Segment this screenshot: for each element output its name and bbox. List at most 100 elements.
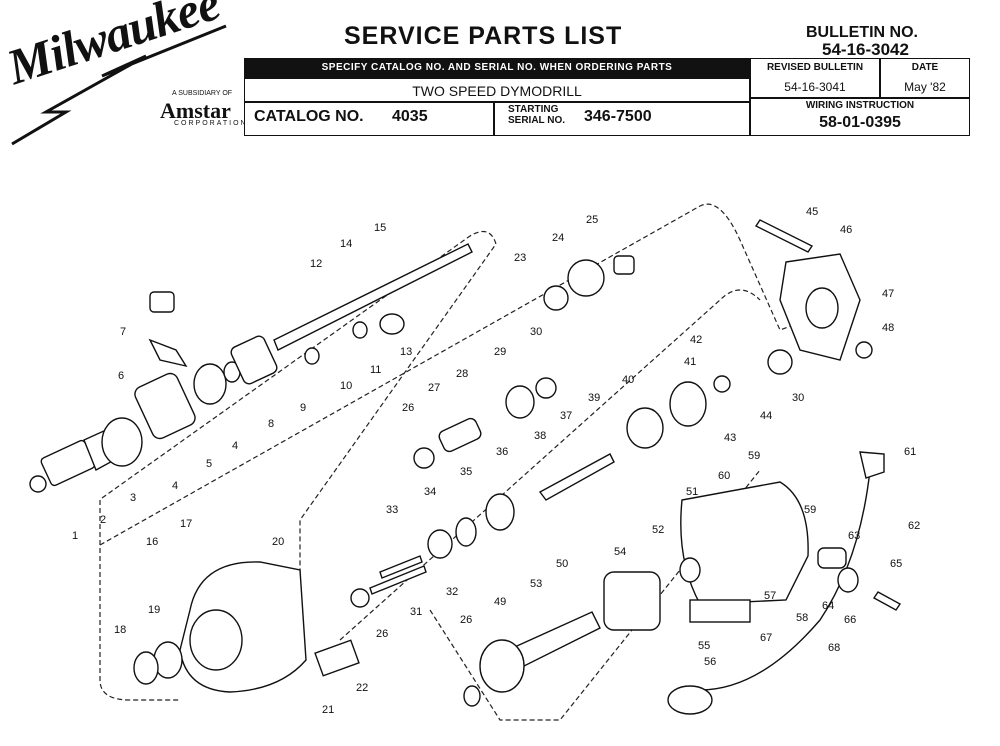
callout-number: 1 <box>72 530 79 542</box>
callout-number: 8 <box>268 418 275 430</box>
wiring-label: WIRING INSTRUCTION <box>805 100 915 111</box>
date-cell <box>880 58 970 98</box>
callout-number: 45 <box>806 206 819 218</box>
callout-number: 24 <box>552 232 565 244</box>
callout-number: 16 <box>146 536 159 548</box>
callout-number: 14 <box>340 238 353 250</box>
callout-number: 58 <box>796 612 809 624</box>
callout-number: 6 <box>118 370 125 382</box>
callout-number: 49 <box>494 596 507 608</box>
callout-number: 54 <box>614 546 627 558</box>
date-label: DATE <box>911 62 939 73</box>
callout-number: 60 <box>718 470 731 482</box>
callout-number: 22 <box>356 682 369 694</box>
callout-number: 2 <box>100 514 107 526</box>
callout-number: 5 <box>206 458 213 470</box>
callout-number: 39 <box>588 392 601 404</box>
callout-number: 47 <box>882 288 895 300</box>
page-title: SERVICE PARTS LIST <box>344 22 623 50</box>
callout-number: 59 <box>804 504 817 516</box>
catalog-number: 4035 <box>392 108 428 125</box>
callout-number: 61 <box>904 446 917 458</box>
callout-number: 44 <box>760 410 773 422</box>
callout-number: 41 <box>684 356 697 368</box>
callout-number: 34 <box>424 486 437 498</box>
product-name: TWO SPEED DYMODRILL <box>244 78 750 102</box>
serial-cell <box>494 102 750 136</box>
callout-number: 10 <box>340 380 353 392</box>
callout-number: 30 <box>530 326 543 338</box>
callout-number: 43 <box>724 432 737 444</box>
ordering-note: SPECIFY CATALOG NO. AND SERIAL NO. WHEN … <box>244 58 750 78</box>
date-value: May '82 <box>904 80 946 94</box>
callout-number: 59 <box>748 450 761 462</box>
callout-number: 12 <box>310 258 323 270</box>
assembly-leader-lines <box>99 203 861 721</box>
revised-cell <box>750 58 880 98</box>
callout-number: 27 <box>428 382 441 394</box>
callout-number: 26 <box>402 402 415 414</box>
callout-number: 48 <box>882 322 895 334</box>
callout-number: 33 <box>386 504 399 516</box>
milwaukee-logo <box>11 24 227 146</box>
callout-number: 57 <box>764 590 777 602</box>
callout-number: 42 <box>690 334 703 346</box>
callout-number: 29 <box>494 346 507 358</box>
catalog-label: CATALOG NO. <box>254 108 364 125</box>
callout-number: 63 <box>848 530 861 542</box>
starting-serial-label: STARTING SERIAL NO. <box>508 104 566 126</box>
callout-number: 17 <box>180 518 193 530</box>
callout-number: 31 <box>410 606 423 618</box>
callout-number: 26 <box>460 614 473 626</box>
callout-number: 56 <box>704 656 717 668</box>
callout-number: 21 <box>322 704 335 716</box>
callout-number: 4 <box>232 440 239 452</box>
callout-number: 20 <box>272 536 285 548</box>
callout-number: 40 <box>622 374 635 386</box>
subsidiary-text: A SUBSIDIARY OF <box>172 90 233 97</box>
wiring-number: 58-01-0395 <box>819 114 901 131</box>
callout-number: 4 <box>172 480 179 492</box>
callout-number: 26 <box>376 628 389 640</box>
callout-number: 32 <box>446 586 459 598</box>
callout-number: 38 <box>534 430 547 442</box>
callout-number: 7 <box>120 326 127 338</box>
bulletin-number: 54-16-3042 <box>822 40 909 59</box>
callout-number: 62 <box>908 520 921 532</box>
catalog-cell <box>244 102 494 136</box>
callout-number: 67 <box>760 632 773 644</box>
callout-number: 53 <box>530 578 543 590</box>
callout-number: 68 <box>828 642 841 654</box>
callout-number: 18 <box>114 624 127 636</box>
parent-company: Amstar <box>160 98 231 123</box>
callout-number: 52 <box>652 524 665 536</box>
callout-number: 23 <box>514 252 527 264</box>
callout-number: 9 <box>300 402 307 414</box>
callout-number: 64 <box>822 600 835 612</box>
callout-number: 11 <box>370 364 382 376</box>
callout-number: 55 <box>698 640 711 652</box>
wiring-cell <box>750 98 970 136</box>
callout-number: 50 <box>556 558 569 570</box>
callout-number: 13 <box>400 346 413 358</box>
callout-number: 30 <box>792 392 805 404</box>
parent-corporation: CORPORATION <box>174 120 248 127</box>
callout-number: 66 <box>844 614 857 626</box>
callout-number: 15 <box>374 222 387 234</box>
part-shapes <box>29 219 902 715</box>
callout-number: 19 <box>148 604 161 616</box>
callout-number: 28 <box>456 368 469 380</box>
bulletin-label: BULLETIN NO. <box>806 24 918 41</box>
callout-number: 3 <box>130 492 137 504</box>
callout-number: 36 <box>496 446 509 458</box>
starting-serial-number: 346-7500 <box>584 108 652 125</box>
revised-number: 54-16-3041 <box>784 80 846 94</box>
callout-number: 35 <box>460 466 473 478</box>
callout-number: 25 <box>586 214 599 226</box>
callout-number: 65 <box>890 558 903 570</box>
callout-number: 46 <box>840 224 853 236</box>
callout-number: 51 <box>686 486 699 498</box>
callout-number: 37 <box>560 410 573 422</box>
revised-label: REVISED BULLETIN <box>766 62 864 73</box>
